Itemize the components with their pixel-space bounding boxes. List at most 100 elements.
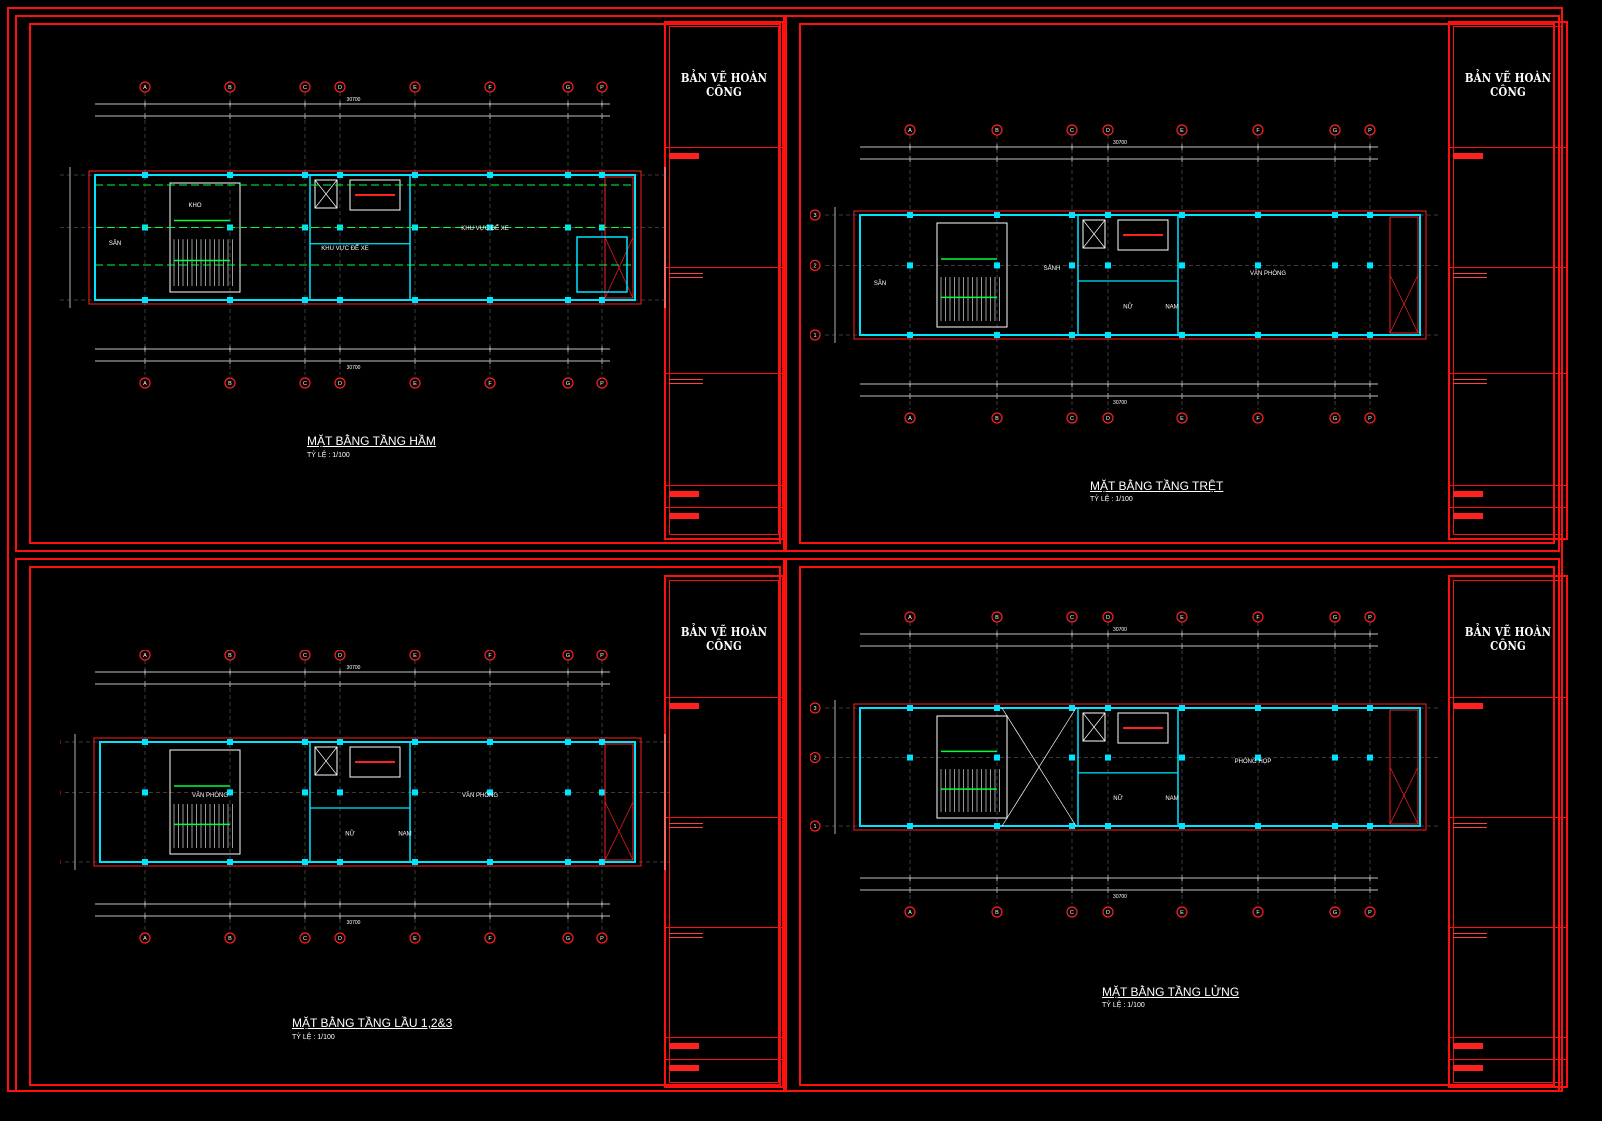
grid-bubble xyxy=(484,377,496,389)
structural-column xyxy=(1255,823,1261,829)
title-block: BẢN VẼ HOÀN CÔNG xyxy=(1448,575,1568,1088)
structural-column xyxy=(1255,705,1261,711)
grid-bubble xyxy=(1364,906,1376,918)
structural-column xyxy=(227,172,233,178)
structural-column xyxy=(142,297,148,303)
building-outline xyxy=(859,707,1421,827)
plan-scale: TỶ LỆ : 1/100 xyxy=(1090,496,1133,503)
overall-dimension: 30700 xyxy=(347,97,361,103)
title-block: BẢN VẼ HOÀN CÔNG xyxy=(664,21,784,540)
title-block-heading: BẢN VẼ HOÀN CÔNG xyxy=(680,625,768,653)
structural-column xyxy=(1367,332,1373,338)
grid-bubble xyxy=(409,932,421,944)
grid-bubble xyxy=(1102,906,1114,918)
grid-bubble xyxy=(904,906,916,918)
grid-bubble xyxy=(484,81,496,93)
grid-bubble xyxy=(1329,611,1341,623)
grid-bubble-label: F xyxy=(1256,128,1260,134)
structural-column xyxy=(487,224,493,231)
grid-bubble-label: P xyxy=(1368,416,1372,422)
sheet-ground xyxy=(785,15,1560,552)
grid-bubble xyxy=(904,611,916,623)
structural-column xyxy=(1255,262,1261,269)
structural-column xyxy=(1179,212,1185,218)
room-label: NAM xyxy=(1165,305,1178,311)
grid-bubble xyxy=(1364,611,1376,623)
grid-bubble-label: 1 xyxy=(813,824,816,830)
grid-bubble-label: P xyxy=(600,85,604,91)
grid-bubble-label: C xyxy=(1070,910,1074,916)
structural-column xyxy=(1069,332,1075,338)
elevator-cross xyxy=(1082,219,1106,249)
fire-stair-cross xyxy=(1389,766,1419,825)
plan-title: MẶT BẰNG TẦNG HẦM xyxy=(307,434,436,448)
grid-bubble xyxy=(809,820,821,832)
room-label: NỮ xyxy=(345,831,354,838)
structural-column xyxy=(1255,332,1261,338)
plan-scale: TỶ LỆ : 1/100 xyxy=(292,1034,335,1041)
grid-bubble xyxy=(809,209,821,221)
grid-bubble-label: E xyxy=(1180,615,1184,621)
structural-column xyxy=(1105,262,1111,269)
plan-title: MẶT BẰNG TẦNG LỬNG xyxy=(1102,985,1240,999)
fire-stair xyxy=(604,743,634,861)
grid-bubble-label: E xyxy=(413,381,417,387)
grid-bubble xyxy=(409,377,421,389)
room-label: PHÒNG HỌP xyxy=(1235,758,1272,765)
structural-column xyxy=(227,297,233,303)
grid-bubble-label: E xyxy=(413,936,417,942)
site-boundary xyxy=(853,210,1427,340)
room-label: SÂN xyxy=(874,280,886,287)
site-boundary xyxy=(93,737,642,867)
grid-bubble-label: P xyxy=(1368,910,1372,916)
grid-bubble xyxy=(1102,611,1114,623)
structural-column xyxy=(599,739,605,745)
structural-column xyxy=(1332,262,1338,269)
structural-column xyxy=(994,823,1000,829)
room-label: SẢNH xyxy=(1044,265,1061,272)
grid-bubble-label: C xyxy=(303,936,307,942)
core-stair xyxy=(349,746,401,778)
grid-bubble-label: 1 xyxy=(813,333,816,339)
overall-dimension: 30700 xyxy=(347,365,361,371)
structural-column xyxy=(1179,262,1185,269)
grid-bubble xyxy=(299,81,311,93)
structural-column xyxy=(1367,754,1373,761)
structural-column xyxy=(227,859,233,865)
structural-column xyxy=(1255,754,1261,761)
structural-column xyxy=(142,859,148,865)
grid-bubble-label: C xyxy=(303,85,307,91)
room-label: NAM xyxy=(398,832,411,838)
grid-bubble xyxy=(139,81,151,93)
sheet-mezzanine xyxy=(785,558,1560,1092)
structural-column xyxy=(1332,705,1338,711)
structural-column xyxy=(565,859,571,865)
fire-stair xyxy=(1389,709,1419,825)
grid-bubble xyxy=(991,906,1003,918)
structural-column xyxy=(1179,754,1185,761)
structural-column xyxy=(599,859,605,865)
structural-column xyxy=(302,297,308,303)
title-block: BẢN VẼ HOÀN CÔNG xyxy=(1448,21,1568,540)
structural-column xyxy=(337,789,343,796)
room-label: NAM xyxy=(1165,796,1178,802)
structural-column xyxy=(1332,754,1338,761)
grid-bubble-label: P xyxy=(1368,128,1372,134)
plan-title: MẶT BẰNG TẦNG TRỆT xyxy=(1090,479,1224,493)
building-outline xyxy=(94,174,636,301)
grid-bubble-label: F xyxy=(488,85,492,91)
grid-bubble-label: 3 xyxy=(813,706,816,712)
overall-dimension: 30700 xyxy=(1113,400,1127,406)
service-core xyxy=(1077,707,1179,827)
grid-bubble xyxy=(562,932,574,944)
grid-bubble xyxy=(224,377,236,389)
grid-bubble xyxy=(1102,124,1114,136)
room-label: KHU VỰC ĐỂ XE xyxy=(461,225,508,232)
grid-bubble xyxy=(904,412,916,424)
plan-scale: TỶ LỆ : 1/100 xyxy=(1102,1002,1145,1009)
car-lift xyxy=(576,236,628,293)
grid-bubble-label: 2 xyxy=(813,756,816,762)
grid-bubble-label: G xyxy=(1333,416,1337,422)
grid-bubble-label: F xyxy=(488,936,492,942)
void-cross xyxy=(1001,707,1077,827)
